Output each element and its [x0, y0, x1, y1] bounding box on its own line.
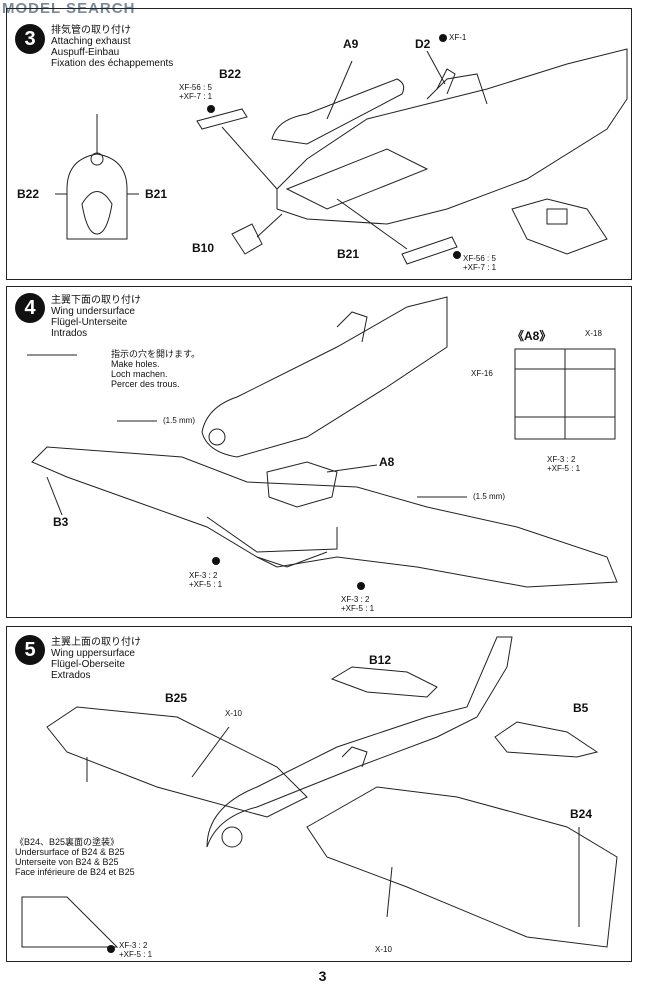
- step-4-drawing: [27, 296, 618, 588]
- step-5-drawing: [21, 636, 618, 948]
- step-3-title-de: Auspuff-Einbau: [51, 47, 120, 58]
- paint-dot-icon: [453, 251, 461, 259]
- paint-b22: XF-56 : 5+XF-7 : 1: [179, 83, 213, 101]
- paint-dot-icon: [439, 33, 447, 42]
- step-4-title-de: Flügel-Unterseite: [51, 317, 128, 328]
- label-d2: D2: [415, 37, 431, 51]
- drill-size-2: (1.5 mm): [473, 492, 505, 501]
- step-3-number: 3: [15, 24, 45, 54]
- step-3-titles: 排気管の取り付け Attaching exhaust Auspuff-Einba…: [51, 25, 173, 69]
- label-b5: B5: [573, 701, 589, 715]
- label-b3: B3: [53, 515, 69, 529]
- label-x18: X-18: [585, 329, 602, 338]
- label-xf16: XF-16: [471, 369, 493, 378]
- label-b21-side: B21: [145, 187, 168, 201]
- label-b24: B24: [570, 807, 593, 821]
- paint-dot-icon: [212, 557, 220, 565]
- label-b22-side: B22: [17, 187, 40, 201]
- paint-dot-icon: [357, 582, 365, 590]
- label-b25: B25: [165, 691, 188, 705]
- holes-note: 指示の穴を開けます。 Make holes. Loch machen. Perc…: [111, 349, 201, 389]
- step-4-title-jp: 主翼下面の取り付け: [51, 295, 141, 306]
- paint-under: XF-3 : 2+XF-5 : 1: [119, 941, 153, 959]
- paint-dot-icon: [207, 105, 215, 113]
- step-4-panel: 4 主翼下面の取り付け Wing undersurface Flügel-Unt…: [6, 286, 632, 618]
- step-5-number: 5: [15, 635, 45, 665]
- label-b12: B12: [369, 653, 392, 667]
- step-3-title-jp: 排気管の取り付け: [51, 25, 131, 36]
- paint-b21: XF-56 : 5+XF-7 : 1: [463, 254, 497, 272]
- paint-d2: XF-1: [439, 33, 466, 42]
- step-4-title-fr: Intrados: [51, 328, 88, 339]
- paint-dot-icon: [107, 945, 115, 953]
- page-number: 3: [318, 968, 327, 984]
- step-3-panel: 3 排気管の取り付け Attaching exhaust Auspuff-Ein…: [6, 8, 632, 280]
- label-a8: A8: [379, 455, 395, 469]
- step-3-title-fr: Fixation des échappements: [51, 58, 174, 69]
- step-4-title-en: Wing undersurface: [51, 306, 135, 317]
- label-b22-top: B22: [219, 67, 242, 81]
- step-4-number: 4: [15, 293, 45, 323]
- step-5-title-en: Wing uppersurface: [51, 648, 135, 659]
- label-b10: B10: [192, 241, 215, 255]
- step-5-title-fr: Extrados: [51, 670, 91, 681]
- step-5-titles: 主翼上面の取り付け Wing uppersurface Flügel-Obers…: [51, 637, 141, 681]
- paint-center: XF-3 : 2+XF-5 : 1: [341, 595, 375, 613]
- step-3-title-en: Attaching exhaust: [51, 36, 131, 47]
- label-a9: A9: [343, 37, 359, 51]
- label-x10-bottom: X-10: [375, 945, 392, 954]
- step-5-title-de: Flügel-Oberseite: [51, 659, 125, 670]
- step-5-panel: 5 主翼上面の取り付け Wing uppersurface Flügel-Obe…: [6, 626, 632, 962]
- label-a8-box: 《A8》: [512, 329, 552, 343]
- step-5-title-jp: 主翼上面の取り付け: [51, 637, 141, 648]
- paint-box: XF-3 : 2+XF-5 : 1: [547, 455, 581, 473]
- paint-left: XF-3 : 2+XF-5 : 1: [189, 571, 223, 589]
- under-note: 《B24、B25裏面の塗装》 Undersurface of B24 & B25…: [15, 837, 135, 877]
- step-4-titles: 主翼下面の取り付け Wing undersurface Flügel-Unter…: [51, 295, 141, 339]
- label-b21: B21: [337, 247, 360, 261]
- drill-size-1: (1.5 mm): [163, 416, 195, 425]
- step-3-drawing: [55, 48, 628, 265]
- label-x10-top: X-10: [225, 709, 242, 718]
